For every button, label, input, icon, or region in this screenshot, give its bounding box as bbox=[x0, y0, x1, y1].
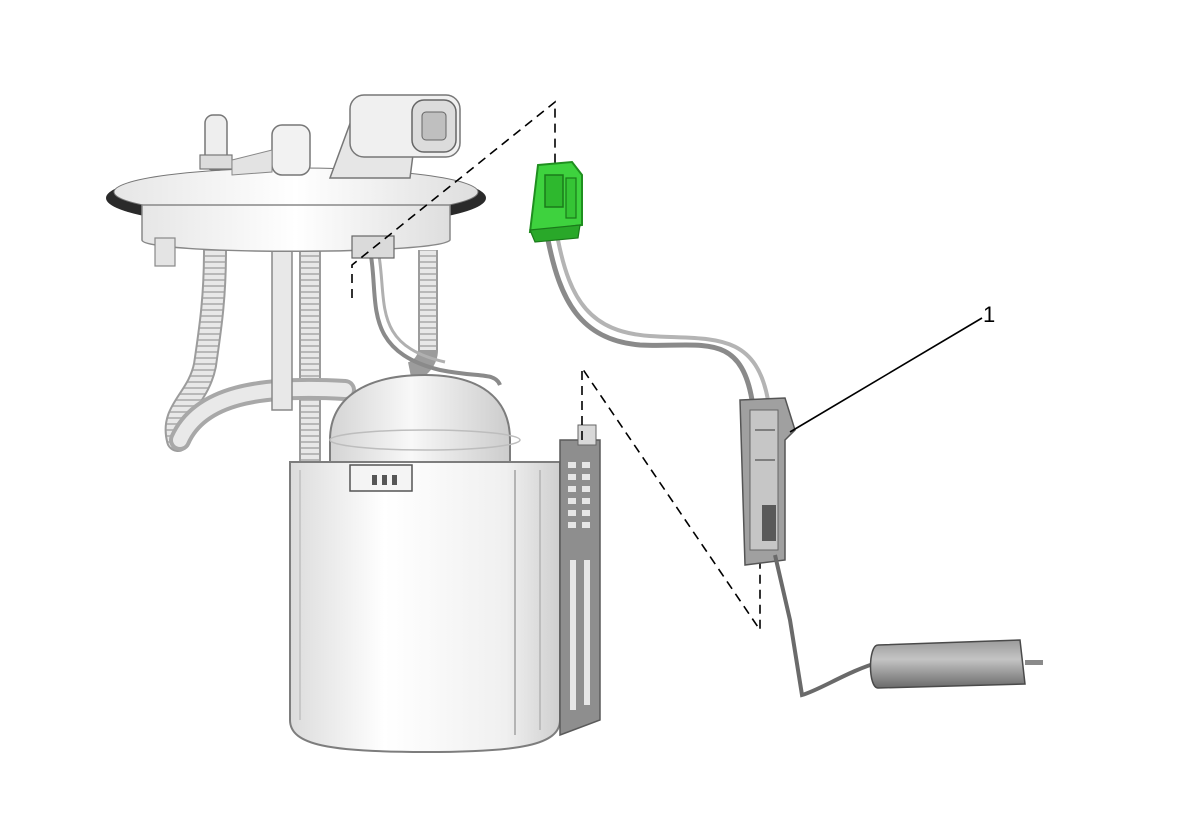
sender-connector-green bbox=[528, 160, 583, 243]
filter-grid bbox=[568, 462, 590, 710]
fuel-level-sender bbox=[739, 397, 796, 566]
pump-wires bbox=[368, 249, 502, 386]
exploded-view-guides bbox=[351, 100, 761, 633]
flange-electrical-connector bbox=[328, 94, 461, 179]
terminal-clip bbox=[349, 464, 413, 492]
internal-connector-socket bbox=[351, 235, 395, 259]
callout-1: 1 bbox=[789, 302, 995, 433]
filter-panel bbox=[559, 439, 601, 737]
guide-line-upper bbox=[351, 100, 556, 298]
callout-1-label: 1 bbox=[983, 302, 995, 327]
support-rod bbox=[271, 229, 293, 411]
fuel-float bbox=[869, 639, 1043, 689]
flange-fittings bbox=[199, 114, 311, 176]
callout-1-leader-line bbox=[789, 317, 983, 433]
guide-line-lower bbox=[581, 365, 761, 633]
corrugated-hose-right bbox=[407, 250, 438, 382]
pump-dome bbox=[329, 373, 511, 463]
fuel-pump-module bbox=[106, 94, 601, 754]
float-arm bbox=[773, 554, 881, 698]
reservoir-can bbox=[289, 461, 561, 754]
fuel-level-sender-assembly bbox=[528, 160, 1043, 698]
sender-wire-harness bbox=[545, 239, 755, 401]
flange-skirt bbox=[141, 204, 451, 252]
